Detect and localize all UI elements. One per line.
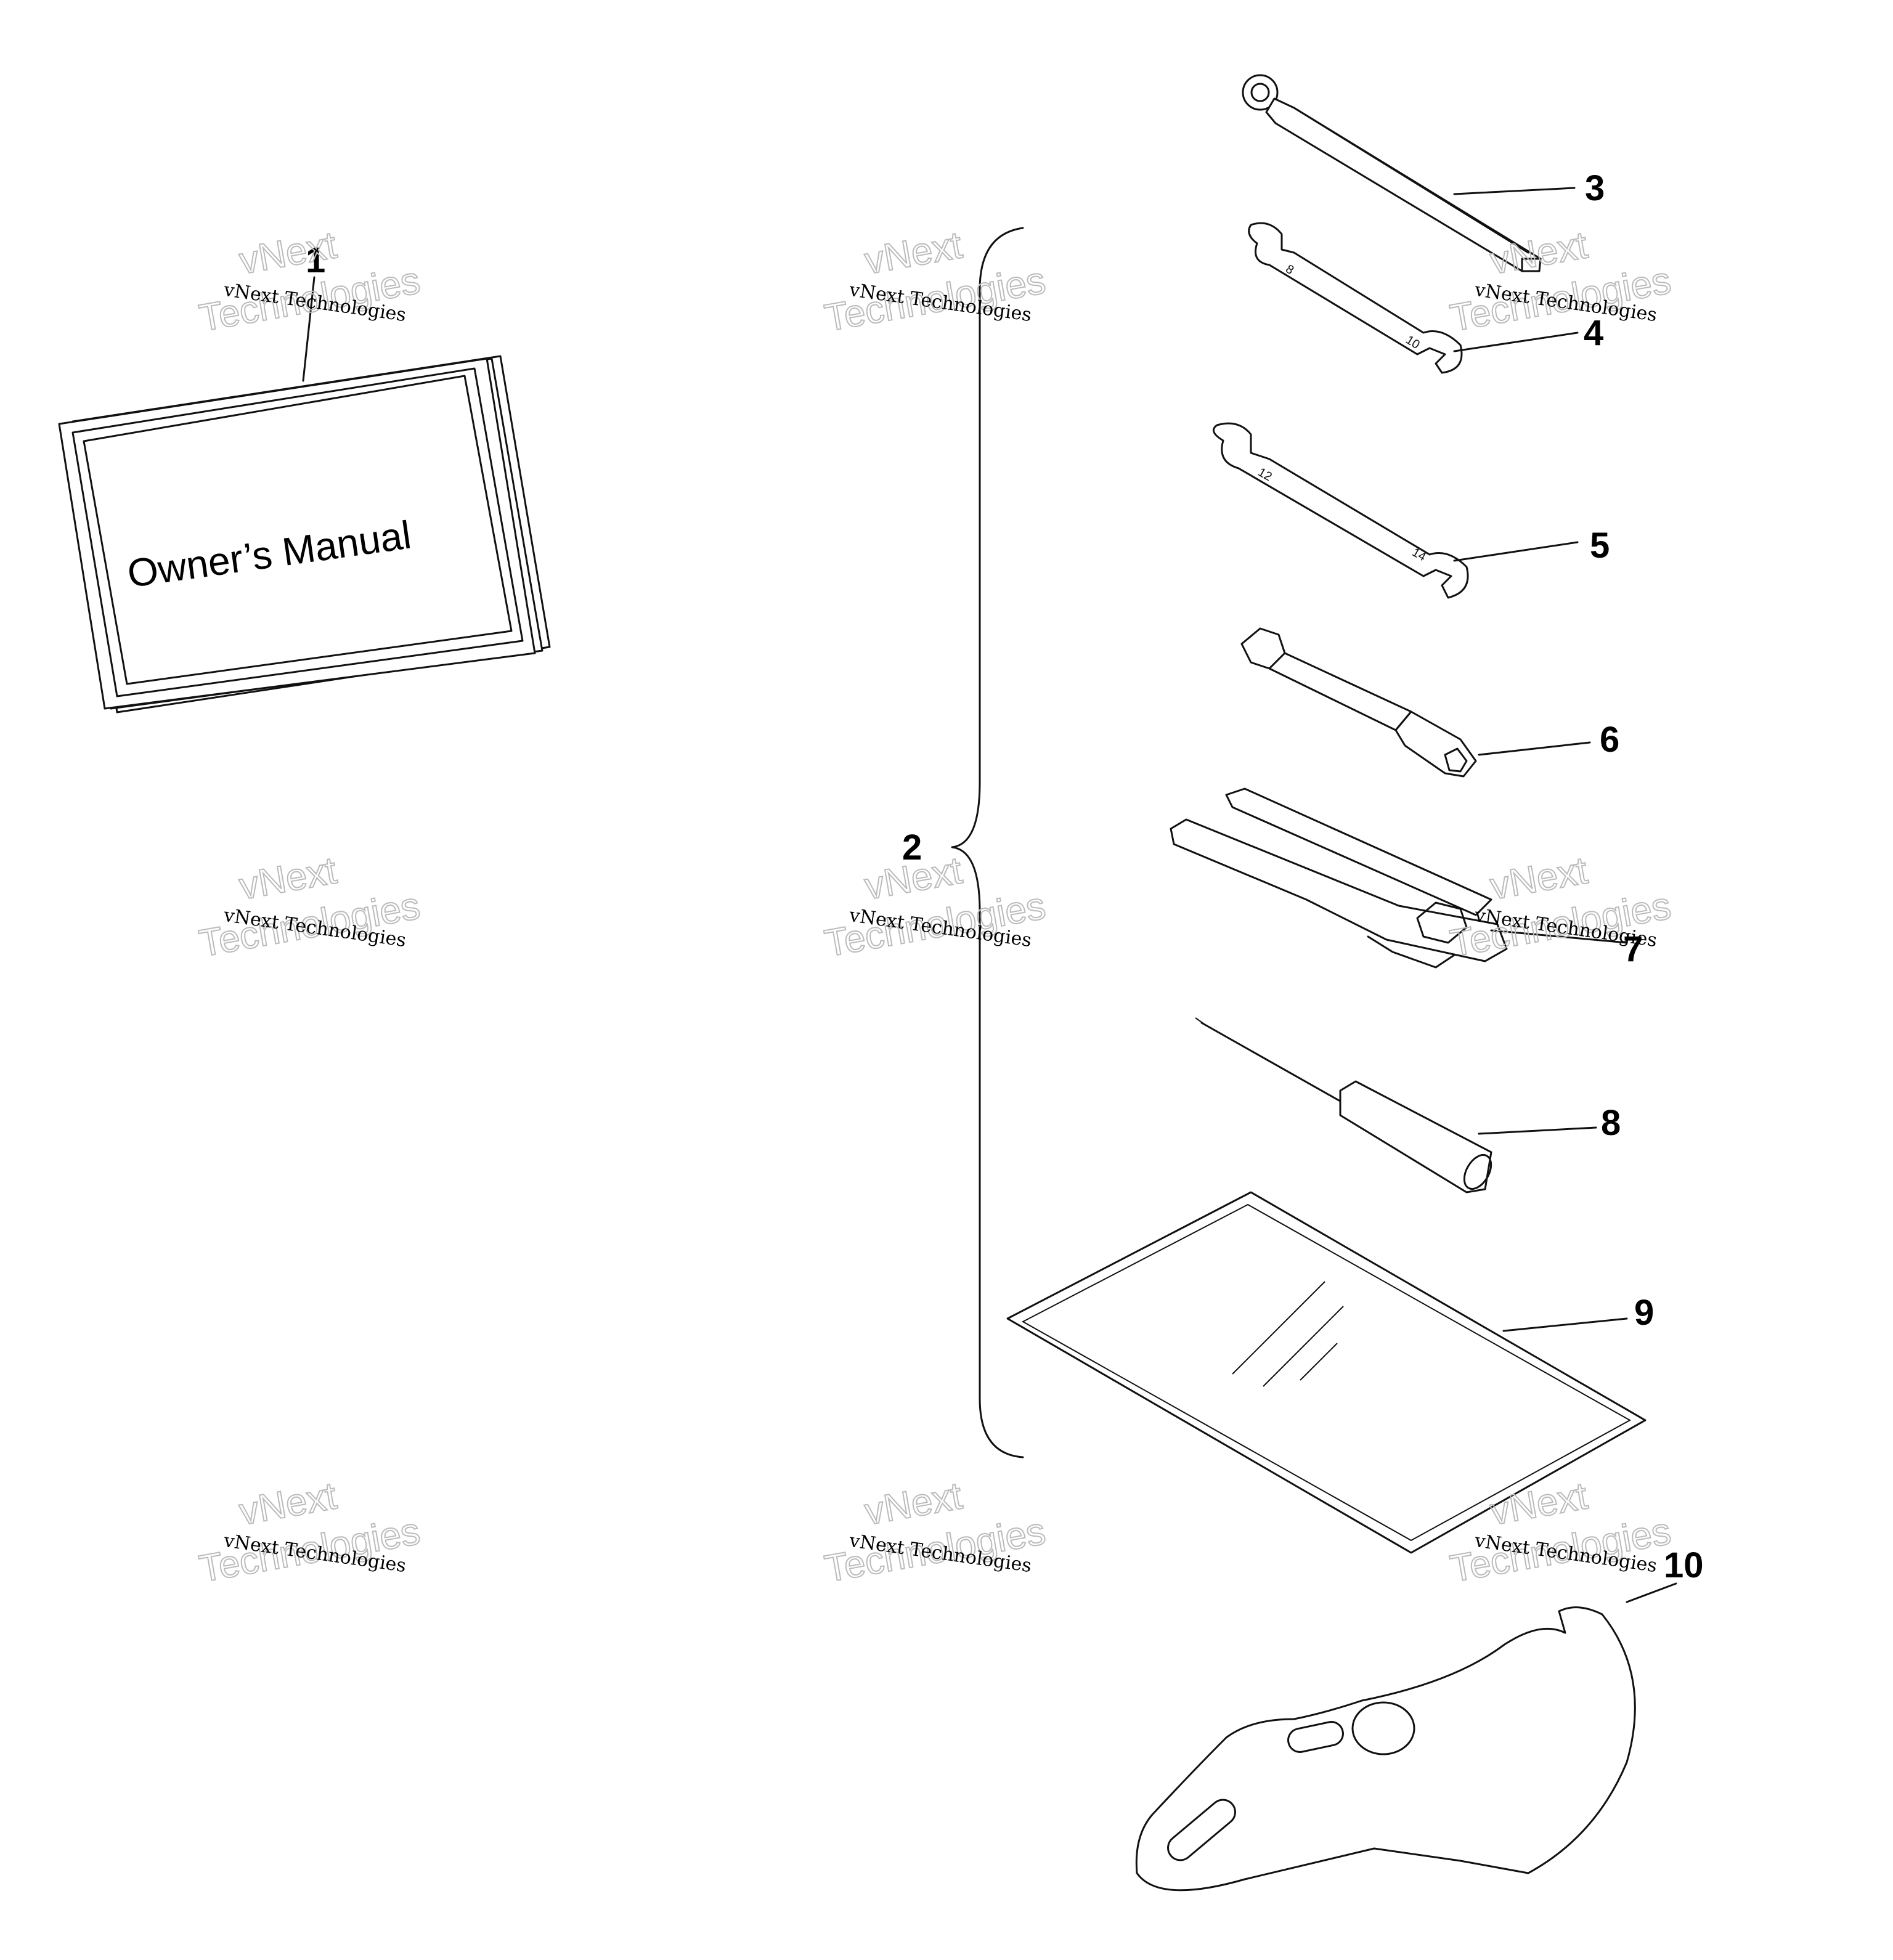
tool-bracket [1170, 787, 1628, 969]
tool-bag [1006, 1191, 1647, 1554]
watermark: vNext Technologies vNext Technologies [195, 848, 423, 966]
screwdriver [1195, 1017, 1597, 1193]
owners-manual: Owner’s Manual [58, 276, 551, 714]
callout-4: 4 [1584, 313, 1603, 353]
callout-10: 10 [1664, 1545, 1704, 1585]
svg-text:vNext: vNext [236, 849, 340, 908]
svg-text:vNext: vNext [236, 1474, 340, 1533]
callout-5: 5 [1590, 526, 1610, 566]
manual-cover [58, 357, 536, 710]
watermark: vNext Technologies vNext Technologies [195, 1474, 423, 1591]
svg-text:vNext: vNext [861, 1474, 965, 1533]
watermark: vNext Technologies vNext Technologies [1446, 848, 1674, 966]
watermark: vNext Technologies vNext Technologies [821, 848, 1049, 966]
svg-text:vNext: vNext [861, 224, 965, 282]
hook-bracket [1135, 1582, 1677, 1892]
wrench-12-14: 12 14 [1212, 422, 1579, 599]
watermark: vNext Technologies vNext Technologies [821, 1474, 1049, 1591]
tool-kit-brace [951, 227, 1024, 1458]
watermark: vNext Technologies vNext Technologies [821, 223, 1049, 340]
callout-6: 6 [1600, 720, 1619, 760]
callout-2: 2 [902, 828, 922, 868]
callout-7: 7 [1623, 929, 1643, 969]
svg-text:vNext: vNext [861, 849, 965, 908]
callout-9: 9 [1634, 1293, 1654, 1333]
svg-text:vNext: vNext [1487, 224, 1590, 282]
wrench-8-10: 8 10 [1248, 222, 1579, 374]
callout-8: 8 [1601, 1103, 1621, 1143]
watermarks: vNext Technologies vNext Technologies vN… [195, 223, 1674, 1591]
box-spanner [1240, 627, 1591, 778]
callout-1: 1 [306, 240, 325, 280]
pressure-gauge [1242, 74, 1576, 272]
callouts: 1 2 3 4 5 6 7 8 9 10 [306, 168, 1704, 1585]
svg-text:vNext: vNext [1487, 849, 1590, 908]
callout-3: 3 [1585, 168, 1605, 208]
